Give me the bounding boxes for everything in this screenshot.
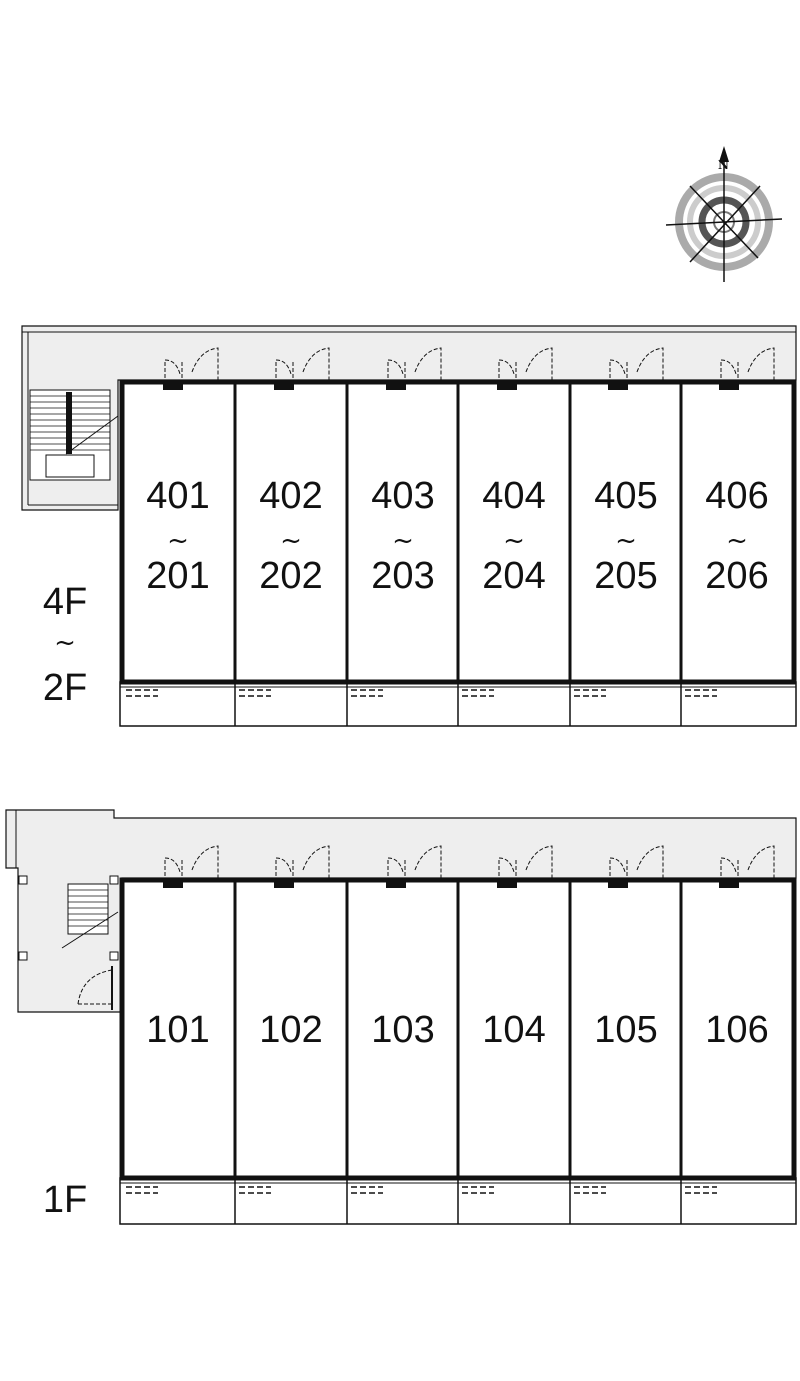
unit-label-206: 206 xyxy=(705,555,769,597)
door-icon xyxy=(719,347,775,390)
door-icon xyxy=(608,845,664,888)
unit-label-sep: ~ xyxy=(392,526,414,556)
compass-icon xyxy=(665,146,783,282)
door-icon xyxy=(163,347,219,390)
unit-label-405: 405 xyxy=(594,475,658,517)
floor-label-bottom: 2F xyxy=(42,667,88,709)
floor-label-sep: ~ xyxy=(54,628,76,658)
unit-label-102: 102 xyxy=(259,1009,323,1051)
unit-label-402: 402 xyxy=(259,475,323,517)
unit-label-203: 203 xyxy=(371,555,435,597)
unit-label-sep: ~ xyxy=(167,526,189,556)
door-icon xyxy=(274,845,330,888)
unit-label-sep: ~ xyxy=(503,526,525,556)
unit-label-105: 105 xyxy=(594,1009,658,1051)
door-icon xyxy=(163,845,219,888)
unit-label-104: 104 xyxy=(482,1009,546,1051)
staircase-icon xyxy=(61,883,119,949)
floor-label-1f: 1F xyxy=(42,1179,88,1221)
unit-label-106: 106 xyxy=(705,1009,769,1051)
door-icon xyxy=(274,347,330,390)
unit-label-103: 103 xyxy=(371,1009,435,1051)
unit-label-sep: ~ xyxy=(615,526,637,556)
staircase-icon xyxy=(29,389,119,481)
unit-label-403: 403 xyxy=(371,475,435,517)
unit-label-202: 202 xyxy=(259,555,323,597)
unit-label-204: 204 xyxy=(482,555,546,597)
lower-block xyxy=(5,809,797,1225)
door-icon xyxy=(608,347,664,390)
unit-label-201: 201 xyxy=(146,555,210,597)
window-icon xyxy=(126,1186,717,1194)
door-icon xyxy=(719,845,775,888)
north-label: N xyxy=(718,158,729,172)
floor-label-top: 4F xyxy=(42,581,88,623)
unit-label-101: 101 xyxy=(146,1009,210,1051)
door-icon xyxy=(386,845,442,888)
unit-label-sep: ~ xyxy=(280,526,302,556)
unit-label-404: 404 xyxy=(482,475,546,517)
door-icon xyxy=(386,347,442,390)
unit-label-406: 406 xyxy=(705,475,769,517)
unit-label-205: 205 xyxy=(594,555,658,597)
window-icon xyxy=(126,689,717,697)
door-icon xyxy=(497,347,553,390)
unit-label-sep: ~ xyxy=(726,526,748,556)
door-icon xyxy=(77,966,113,1010)
upper-block xyxy=(21,325,797,727)
door-icon xyxy=(497,845,553,888)
unit-label-401: 401 xyxy=(146,475,210,517)
